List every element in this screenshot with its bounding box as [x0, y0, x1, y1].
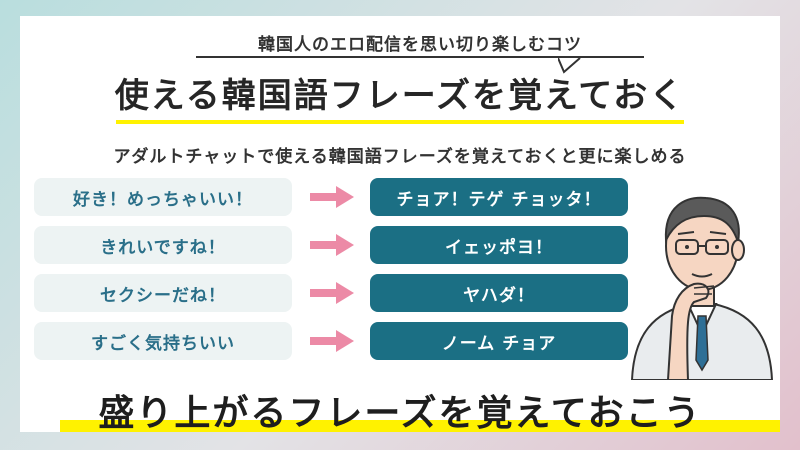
title-underline	[116, 120, 684, 124]
korean-phrase: ノーム チョア	[370, 322, 628, 360]
korean-phrase: チョア！テゲ チョッタ！	[370, 178, 628, 216]
korean-phrase: ヤハダ！	[370, 274, 628, 312]
korean-phrase: イェッポヨ！	[370, 226, 628, 264]
thinking-man-illustration	[630, 196, 774, 380]
page-title: 使える韓国語フレーズを覚えておく	[114, 76, 686, 116]
japanese-phrase: きれいですね！	[34, 226, 292, 264]
footer-underline	[60, 420, 780, 432]
right-arrow-icon	[310, 282, 354, 304]
right-arrow-icon	[310, 330, 354, 352]
speech-text: 韓国人のエロ配信を思い切り楽しむコツ	[258, 35, 582, 55]
right-arrow-icon	[310, 186, 354, 208]
speech-tail-icon	[558, 58, 581, 74]
content-card: 韓国人のエロ配信を思い切り楽しむコツ 使える韓国語フレーズを覚えておく アダルト…	[20, 16, 780, 434]
japanese-phrase: セクシーだね！	[34, 274, 292, 312]
right-arrow-icon	[310, 234, 354, 256]
subtitle: アダルトチャットで使える韓国語フレーズを覚えておくと更に楽しめる	[113, 147, 687, 167]
japanese-phrase: 好き！めっちゃいい！	[34, 178, 292, 216]
japanese-phrase: すごく気持ちいい	[34, 322, 292, 360]
footer-title: 盛り上がるフレーズを覚えておこう	[98, 393, 702, 434]
speech-line: 韓国人のエロ配信を思い切り楽しむコツ	[196, 28, 644, 74]
